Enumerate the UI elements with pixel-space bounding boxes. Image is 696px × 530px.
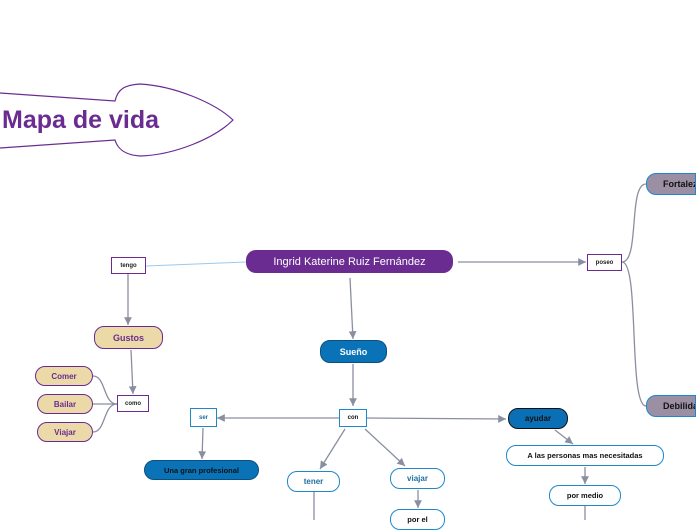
gusto-item-comer[interactable]: Comer	[35, 366, 93, 386]
map-title: Mapa de vida	[2, 106, 159, 134]
gusto-item-label: Comer	[51, 371, 77, 381]
link-con[interactable]: con	[339, 409, 367, 427]
fortalezas-label: Fortalezas	[663, 179, 695, 189]
edge-ayudar-personas	[554, 429, 574, 445]
edge-gustos-como	[128, 349, 137, 395]
link-con-label: con	[347, 415, 359, 421]
gusto-item-bailar[interactable]: Bailar	[37, 394, 93, 414]
gusto-item-label: Viajar	[54, 427, 76, 437]
por-medio-label: por medio	[566, 491, 604, 500]
gustos-node[interactable]: Gustos	[94, 326, 163, 349]
gusto-item-label: Bailar	[53, 399, 77, 409]
edge-poseo-debilidades	[621, 261, 647, 407]
gusto-item-viajar[interactable]: Viajar	[37, 422, 93, 442]
tener-label: tener	[303, 477, 324, 486]
central-node-label: Ingrid Katerine Ruiz Fernández	[273, 255, 426, 268]
title-arrow-shape	[0, 83, 234, 157]
link-tengo[interactable]: tengo	[111, 257, 146, 274]
gustos-label: Gustos	[112, 332, 144, 343]
profesional-label: Una gran profesional	[163, 465, 239, 475]
ayudar-node[interactable]: ayudar	[508, 408, 568, 429]
edge-como-viajar	[92, 403, 118, 433]
debilidades-node[interactable]: Debilidades	[646, 395, 696, 417]
link-como-label: como	[124, 400, 141, 407]
profesional-node[interactable]: Una gran profesional	[144, 460, 259, 480]
edge-con-ayudar	[366, 415, 507, 423]
link-poseo-label: poseo	[595, 259, 614, 266]
viajar-node[interactable]: viajar	[390, 468, 445, 489]
link-tengo-label: tengo	[120, 262, 137, 269]
sueno-node[interactable]: Sueño	[320, 340, 387, 363]
personas-node[interactable]: A las personas mas necesitadas	[506, 445, 664, 466]
viajar-label: viajar	[407, 474, 428, 483]
fortalezas-node[interactable]: Fortalezas	[646, 173, 696, 195]
link-como[interactable]: como	[117, 395, 149, 412]
link-ser[interactable]: ser	[190, 408, 217, 427]
edge-como-comer	[92, 375, 118, 405]
link-ser-label: ser	[198, 414, 208, 421]
tener-node[interactable]: tener	[287, 471, 340, 492]
sueno-label: Sueño	[339, 346, 368, 357]
edge-central-sueno	[348, 277, 357, 340]
edge-poseo-fortalezas	[621, 183, 647, 263]
por-medio-node[interactable]: por medio	[549, 485, 621, 506]
link-poseo[interactable]: poseo	[587, 254, 622, 271]
edge-central-tengo	[145, 261, 247, 267]
edge-con-tener	[319, 428, 346, 470]
ayudar-label: ayudar	[524, 414, 552, 423]
edge-con-viajar	[364, 428, 406, 467]
debilidades-label: Debilidades	[663, 401, 695, 411]
personas-label: A las personas mas necesitadas	[527, 451, 643, 460]
central-node[interactable]: Ingrid Katerine Ruiz Fernández	[246, 250, 453, 273]
edge-ser-profesional	[198, 427, 207, 460]
